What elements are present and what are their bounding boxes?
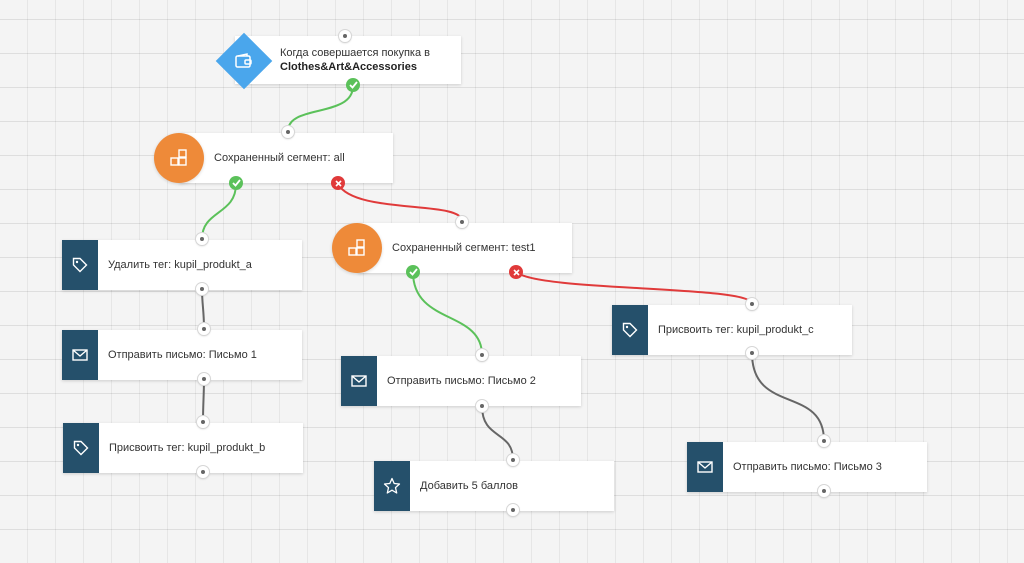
action-assign-tag-c[interactable]: Присвоить тег: kupil_produkt_c [612, 305, 852, 355]
action-label: Отправить письмо: Письмо 1 [108, 349, 257, 361]
cross-icon [334, 179, 342, 187]
action-send-letter-3[interactable]: Отправить письмо: Письмо 3 [687, 442, 927, 492]
action-send-letter-2[interactable]: Отправить письмо: Письмо 2 [341, 356, 581, 406]
connector-test1-yes-to-letter2 [412, 271, 483, 356]
tag-icon [73, 440, 89, 456]
tag-b-input-port[interactable] [197, 416, 209, 428]
connector-all-yes-to-remove-tag [201, 183, 237, 240]
segment-test1-input-port[interactable] [456, 216, 468, 228]
tag-icon [622, 322, 638, 338]
remove-tag-a-output-port[interactable] [196, 283, 208, 295]
action-add-points[interactable]: Добавить 5 баллов [374, 461, 614, 511]
action-tile [62, 240, 98, 290]
blocks-icon [348, 239, 365, 256]
connector-all-no-to-segment-test1 [337, 183, 463, 222]
segment-test1-no-port[interactable] [509, 265, 523, 279]
tag-b-output-port[interactable] [197, 466, 209, 478]
action-tile [687, 442, 723, 492]
connector-letter2-to-points [481, 405, 514, 461]
star-icon [383, 477, 401, 494]
check-icon [348, 81, 358, 89]
envelope-icon [697, 461, 713, 473]
segment-test1-yes-port[interactable] [406, 265, 420, 279]
blocks-icon [170, 149, 187, 166]
segment-test1-label: Сохраненный сегмент: test1 [392, 242, 536, 254]
envelope-icon [72, 349, 88, 361]
action-assign-tag-b[interactable]: Присвоить тег: kupil_produkt_b [63, 423, 303, 473]
letter-3-output-port[interactable] [818, 485, 830, 497]
trigger-line2: Clothes&Art&Accessories [280, 61, 417, 73]
segment-all-label: Сохраненный сегмент: all [214, 152, 345, 164]
wallet-icon [216, 33, 272, 89]
envelope-icon [351, 375, 367, 387]
segment-all-card[interactable]: Сохраненный сегмент: all [179, 133, 393, 183]
action-label: Присвоить тег: kupil_produkt_c [658, 324, 814, 336]
segment-all-input-port[interactable] [282, 126, 294, 138]
action-label: Присвоить тег: kupil_produkt_b [109, 442, 266, 454]
tag-icon [72, 257, 88, 273]
tag-c-output-port[interactable] [746, 347, 758, 359]
segment-all-yes-port[interactable] [229, 176, 243, 190]
action-label: Удалить тег: kupil_produkt_a [108, 259, 252, 271]
segment-test1-circle [332, 223, 382, 273]
action-label: Отправить письмо: Письмо 3 [733, 461, 882, 473]
letter-3-input-port[interactable] [818, 435, 830, 447]
action-label: Отправить письмо: Письмо 2 [387, 375, 536, 387]
action-send-letter-1[interactable]: Отправить письмо: Письмо 1 [62, 330, 302, 380]
action-tile [374, 461, 410, 511]
trigger-text: Когда совершается покупка в Clothes&Art&… [280, 46, 430, 74]
trigger-line1: Когда совершается покупка в [280, 47, 430, 59]
action-remove-tag-a[interactable]: Удалить тег: kupil_produkt_a [62, 240, 302, 290]
points-output-port[interactable] [507, 504, 519, 516]
trigger-input-port[interactable] [339, 30, 351, 42]
cross-icon [512, 268, 520, 276]
remove-tag-a-input-port[interactable] [196, 233, 208, 245]
action-tile [63, 423, 99, 473]
points-input-port[interactable] [507, 454, 519, 466]
letter-1-input-port[interactable] [198, 323, 210, 335]
action-label: Добавить 5 баллов [420, 480, 518, 492]
connector-trigger-to-segment-all [287, 85, 354, 132]
connector-test1-no-to-tag-c [515, 271, 753, 305]
check-icon [408, 268, 418, 276]
trigger-card[interactable] [235, 36, 461, 84]
tag-c-input-port[interactable] [746, 298, 758, 310]
connector-tag-c-to-letter3 [751, 352, 825, 442]
letter-2-output-port[interactable] [476, 400, 488, 412]
action-tile [62, 330, 98, 380]
letter-2-input-port[interactable] [476, 349, 488, 361]
action-tile [341, 356, 377, 406]
trigger-yes-port[interactable] [346, 78, 360, 92]
segment-all-circle [154, 133, 204, 183]
action-tile [612, 305, 648, 355]
segment-test1-card[interactable]: Сохраненный сегмент: test1 [358, 223, 572, 273]
letter-1-output-port[interactable] [198, 373, 210, 385]
check-icon [231, 179, 241, 187]
segment-all-no-port[interactable] [331, 176, 345, 190]
